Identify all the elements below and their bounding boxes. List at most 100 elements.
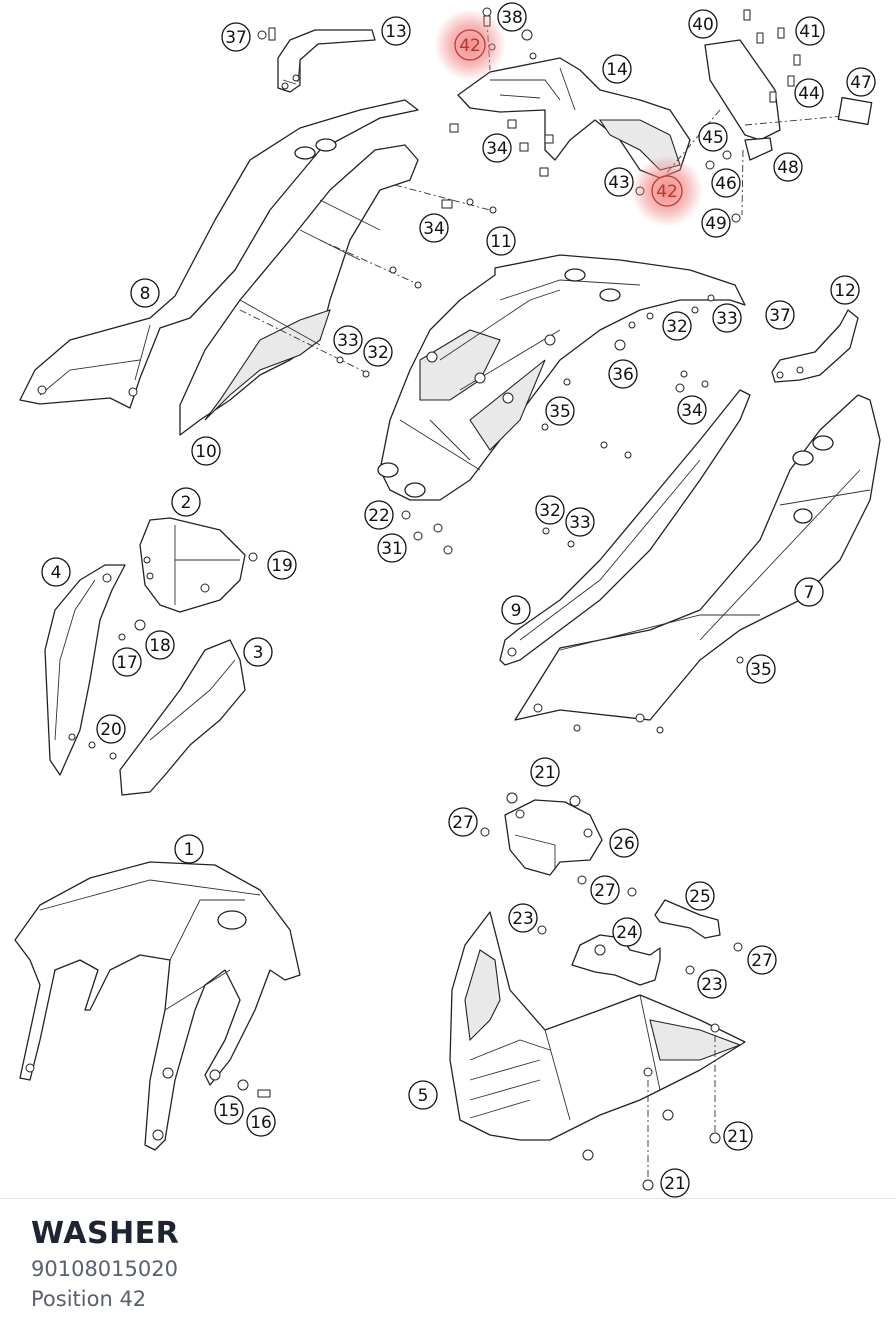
grab-handle-right bbox=[771, 309, 859, 383]
licence-plate-holder bbox=[704, 39, 781, 141]
callout-5[interactable]: 5 bbox=[408, 1080, 438, 1110]
callout-18[interactable]: 18 bbox=[145, 630, 175, 660]
callout-45[interactable]: 45 bbox=[698, 122, 728, 152]
svg-text:42: 42 bbox=[656, 182, 678, 202]
callout-11[interactable]: 11 bbox=[486, 226, 516, 256]
callout-34-middle[interactable]: 34 bbox=[419, 213, 449, 243]
callout-44[interactable]: 44 bbox=[794, 78, 824, 108]
callout-20[interactable]: 20 bbox=[96, 714, 126, 744]
svg-text:31: 31 bbox=[381, 539, 403, 559]
callout-37-right[interactable]: 37 bbox=[765, 300, 795, 330]
callout-9[interactable]: 9 bbox=[501, 595, 531, 625]
side-rail-right bbox=[499, 389, 751, 666]
callout-24[interactable]: 24 bbox=[612, 917, 642, 947]
svg-text:45: 45 bbox=[702, 128, 724, 148]
callout-36[interactable]: 36 bbox=[608, 359, 638, 389]
side-panel-left bbox=[19, 99, 419, 409]
callout-19[interactable]: 19 bbox=[267, 550, 297, 580]
reflector bbox=[837, 96, 873, 126]
callout-2[interactable]: 2 bbox=[171, 487, 201, 517]
svg-text:21: 21 bbox=[664, 1174, 686, 1194]
svg-text:27: 27 bbox=[594, 881, 616, 901]
callout-42-right[interactable]: 42 bbox=[651, 175, 683, 207]
callout-23-right[interactable]: 23 bbox=[697, 969, 727, 999]
svg-text:21: 21 bbox=[727, 1127, 749, 1147]
svg-text:3: 3 bbox=[253, 643, 264, 663]
divider bbox=[0, 1198, 896, 1199]
svg-text:32: 32 bbox=[367, 343, 389, 363]
callout-34-right[interactable]: 34 bbox=[677, 395, 707, 425]
callout-27-middle[interactable]: 27 bbox=[590, 875, 620, 905]
callout-22[interactable]: 22 bbox=[364, 500, 394, 530]
callout-23-left[interactable]: 23 bbox=[508, 903, 538, 933]
highlight-glows bbox=[434, 9, 703, 227]
callout-27-right[interactable]: 27 bbox=[747, 945, 777, 975]
callout-31[interactable]: 31 bbox=[377, 533, 407, 563]
callout-48[interactable]: 48 bbox=[773, 152, 803, 182]
callout-34-top[interactable]: 34 bbox=[482, 133, 512, 163]
svg-text:12: 12 bbox=[834, 281, 856, 301]
callout-40[interactable]: 40 bbox=[688, 9, 718, 39]
callout-32-left[interactable]: 32 bbox=[363, 337, 393, 367]
part-number: 90108015020 bbox=[31, 1257, 178, 1281]
callout-21-right[interactable]: 21 bbox=[723, 1121, 753, 1151]
callout-4[interactable]: 4 bbox=[41, 557, 71, 587]
callout-42-top[interactable]: 42 bbox=[454, 29, 486, 61]
callout-8[interactable]: 8 bbox=[130, 278, 160, 308]
callout-21-top[interactable]: 21 bbox=[530, 757, 560, 787]
svg-text:25: 25 bbox=[689, 887, 711, 907]
callout-38[interactable]: 38 bbox=[497, 2, 527, 32]
callout-41[interactable]: 41 bbox=[795, 16, 825, 46]
callout-33-lower[interactable]: 33 bbox=[565, 507, 595, 537]
exploded-parts-diagram: 1 2 3 4 5 7 8 9 10 11 12 13 14 15 16 17 … bbox=[14, 2, 881, 1198]
callout-1[interactable]: 1 bbox=[174, 834, 204, 864]
callout-35-lower[interactable]: 35 bbox=[746, 654, 776, 684]
svg-text:42: 42 bbox=[459, 36, 481, 56]
svg-text:19: 19 bbox=[271, 556, 293, 576]
svg-text:11: 11 bbox=[490, 232, 512, 252]
callout-26[interactable]: 26 bbox=[609, 828, 639, 858]
svg-text:16: 16 bbox=[250, 1113, 272, 1133]
callout-32-lower[interactable]: 32 bbox=[535, 495, 565, 525]
callout-17[interactable]: 17 bbox=[112, 647, 142, 677]
callout-25[interactable]: 25 bbox=[685, 881, 715, 911]
callout-12[interactable]: 12 bbox=[830, 275, 860, 305]
svg-text:24: 24 bbox=[616, 923, 638, 943]
front-side-cover bbox=[44, 564, 126, 776]
callout-21-bottom[interactable]: 21 bbox=[660, 1168, 690, 1198]
callout-10[interactable]: 10 bbox=[191, 436, 221, 466]
callout-7[interactable]: 7 bbox=[794, 577, 824, 607]
callout-49[interactable]: 49 bbox=[701, 208, 731, 238]
svg-text:40: 40 bbox=[692, 15, 714, 35]
callout-46[interactable]: 46 bbox=[711, 168, 741, 198]
inner-panel-left bbox=[179, 144, 419, 436]
svg-text:23: 23 bbox=[512, 909, 534, 929]
callout-3[interactable]: 3 bbox=[243, 637, 273, 667]
callout-32-upper[interactable]: 32 bbox=[662, 311, 692, 341]
svg-text:21: 21 bbox=[534, 763, 556, 783]
svg-text:47: 47 bbox=[850, 73, 872, 93]
callout-37-left[interactable]: 37 bbox=[221, 22, 251, 52]
headlight-mask bbox=[449, 911, 746, 1141]
callout-14[interactable]: 14 bbox=[602, 54, 632, 84]
callout-15[interactable]: 15 bbox=[214, 1095, 244, 1125]
small-cover-panel bbox=[139, 517, 246, 613]
svg-text:1: 1 bbox=[184, 840, 195, 860]
callout-43[interactable]: 43 bbox=[604, 167, 634, 197]
svg-text:33: 33 bbox=[337, 331, 359, 351]
callout-33-left[interactable]: 33 bbox=[333, 325, 363, 355]
callout-13[interactable]: 13 bbox=[381, 16, 411, 46]
svg-text:33: 33 bbox=[716, 309, 738, 329]
callout-27-left[interactable]: 27 bbox=[448, 807, 478, 837]
callout-33-upper[interactable]: 33 bbox=[712, 303, 742, 333]
callout-47[interactable]: 47 bbox=[846, 67, 876, 97]
svg-text:5: 5 bbox=[418, 1086, 429, 1106]
seat-subframe-cover bbox=[377, 254, 746, 501]
svg-text:20: 20 bbox=[100, 720, 122, 740]
svg-text:34: 34 bbox=[681, 401, 703, 421]
cover-strip bbox=[119, 639, 246, 796]
callout-35-upper[interactable]: 35 bbox=[545, 396, 575, 426]
callout-16[interactable]: 16 bbox=[246, 1107, 276, 1137]
headlight-bracket bbox=[571, 899, 721, 986]
side-panel-right bbox=[514, 394, 881, 723]
